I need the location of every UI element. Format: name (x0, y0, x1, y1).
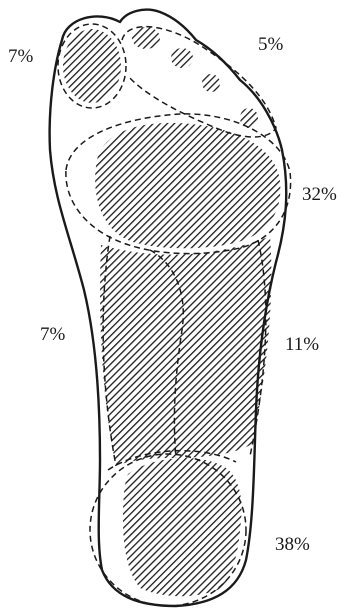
forefoot-label: 32% (302, 184, 337, 205)
toe-2-hatch (132, 27, 160, 49)
lateral-midfoot-label: 11% (285, 334, 319, 355)
big-toe-label: 7% (8, 46, 34, 67)
lesser-toes-label: 5% (258, 34, 284, 55)
big-toe-hatch (63, 29, 121, 103)
forefoot-hatch (95, 123, 280, 248)
heel-label: 38% (275, 534, 310, 555)
heel-hatch (123, 458, 242, 596)
toe-3-hatch (171, 48, 193, 68)
midfoot-hatch (100, 236, 271, 466)
medial-midfoot-label: 7% (40, 324, 66, 345)
hatched-regions (63, 27, 280, 596)
toe-5-hatch (240, 108, 258, 128)
toe-4-hatch (202, 74, 220, 92)
